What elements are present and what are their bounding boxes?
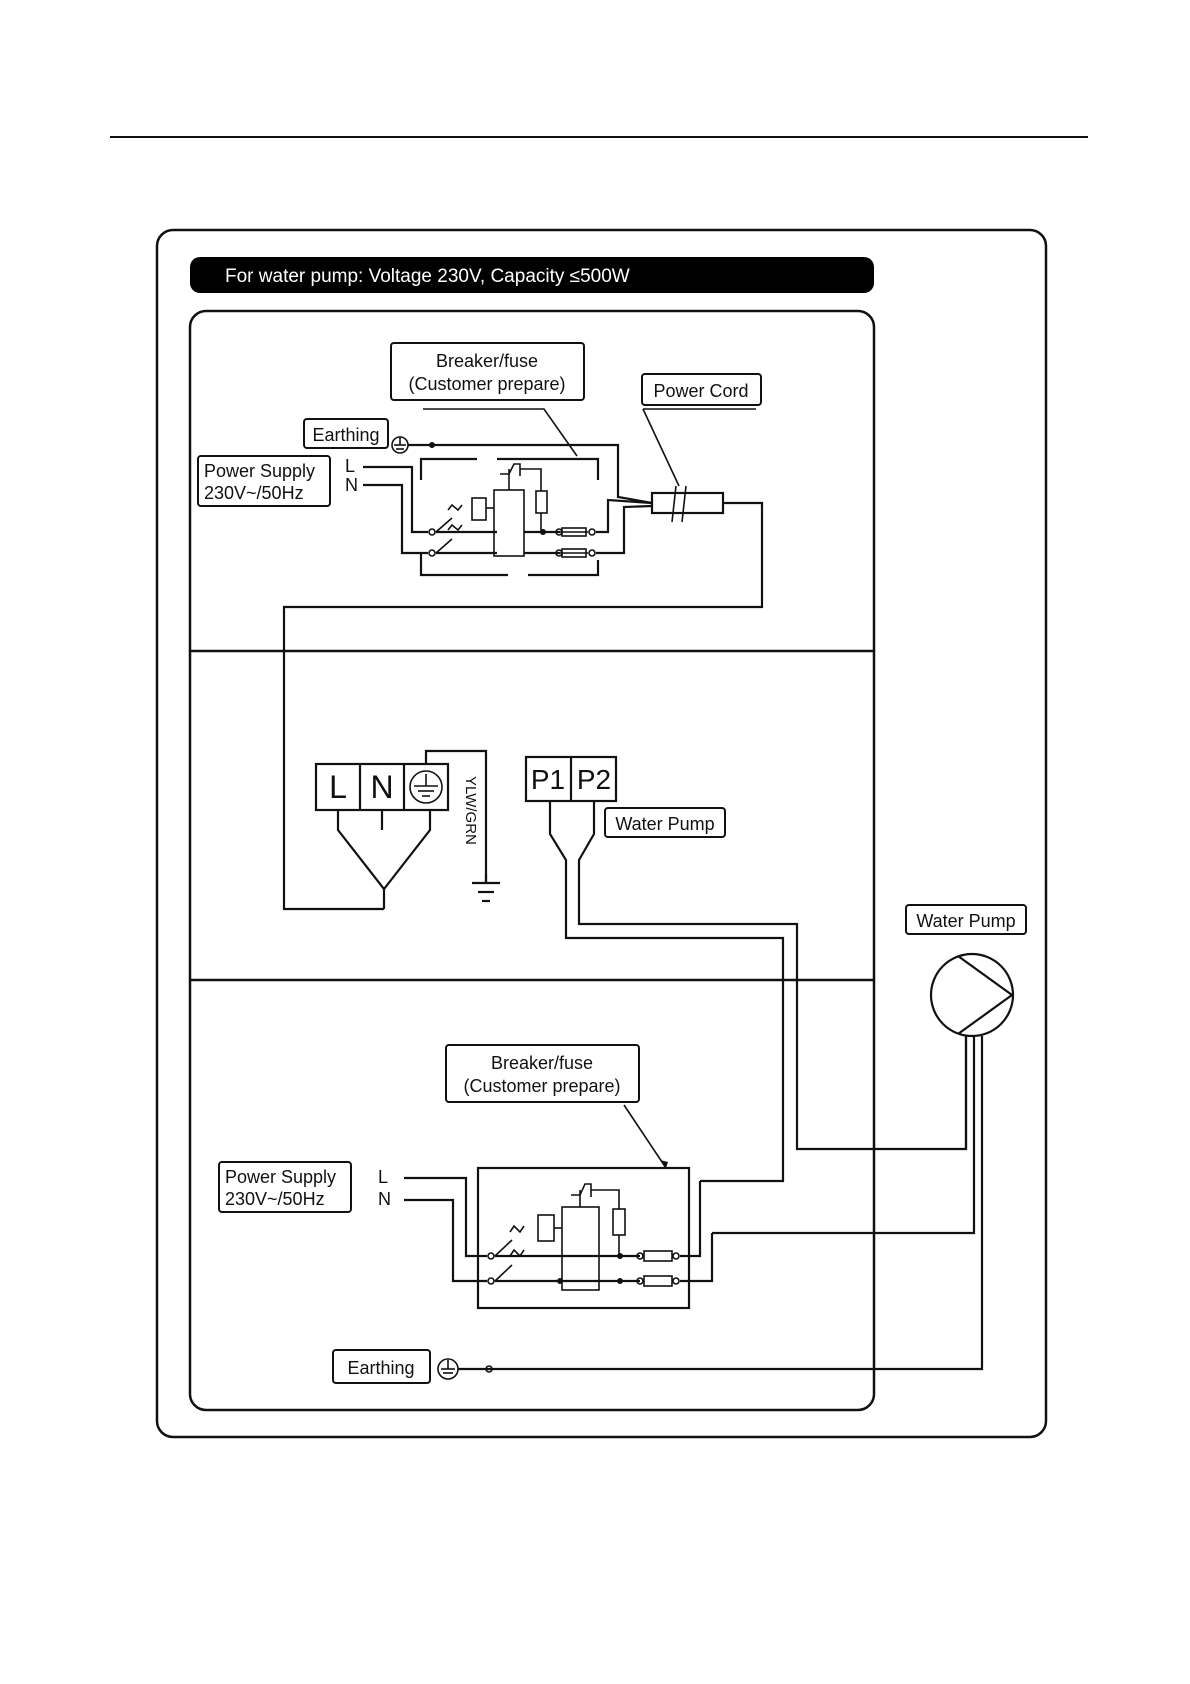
svg-text:L: L: [329, 769, 347, 805]
svg-text:Breaker/fuse: Breaker/fuse: [436, 351, 538, 371]
water-pump-symbol: [931, 954, 1013, 1036]
bottom-l-label: L: [378, 1167, 388, 1187]
bottom-n-label: N: [378, 1189, 391, 1209]
svg-text:(Customer prepare): (Customer prepare): [463, 1076, 620, 1096]
svg-text:230V~/50Hz: 230V~/50Hz: [204, 483, 304, 503]
svg-text:P2: P2: [577, 764, 611, 795]
top-earthing-label: Earthing: [304, 419, 388, 448]
svg-text:Power Supply: Power Supply: [225, 1167, 336, 1187]
top-breaker-schematic: [363, 409, 652, 575]
svg-text:P1: P1: [531, 764, 565, 795]
svg-text:Power Cord: Power Cord: [653, 381, 748, 401]
svg-text:Power Supply: Power Supply: [204, 461, 315, 481]
svg-text:Water Pump: Water Pump: [615, 814, 714, 834]
top-breaker-label: Breaker/fuse (Customer prepare): [391, 343, 584, 400]
svg-text:230V~/50Hz: 230V~/50Hz: [225, 1189, 325, 1209]
top-l-label: L: [345, 456, 355, 476]
bottom-breaker-schematic: [404, 1105, 712, 1308]
pump-cable: [550, 801, 966, 1181]
ground-symbol: [472, 874, 500, 901]
svg-text:Earthing: Earthing: [312, 425, 379, 445]
bottom-power-supply-label: Power Supply 230V~/50Hz: [219, 1162, 351, 1212]
bottom-earth-symbol: [438, 1359, 492, 1379]
middle-water-pump-label: Water Pump: [605, 808, 725, 837]
svg-text:Earthing: Earthing: [347, 1358, 414, 1378]
terminal-block-lne: L N: [316, 764, 448, 810]
power-cord-label: Power Cord: [642, 374, 761, 405]
bottom-earthing-label: Earthing: [333, 1350, 430, 1383]
ylw-grn-label: YLW/GRN: [462, 776, 479, 845]
top-power-supply-label: Power Supply 230V~/50Hz: [198, 456, 330, 506]
svg-text:Breaker/fuse: Breaker/fuse: [491, 1053, 593, 1073]
bottom-breaker-label: Breaker/fuse (Customer prepare): [446, 1045, 639, 1102]
water-pump-label: Water Pump: [906, 905, 1026, 934]
top-n-label: N: [345, 475, 358, 495]
banner-text: For water pump: Voltage 230V, Capacity ≤…: [225, 266, 630, 287]
terminal-block-p1-p2: P1 P2: [526, 757, 616, 801]
svg-text:Water Pump: Water Pump: [916, 911, 1015, 931]
svg-text:(Customer prepare): (Customer prepare): [408, 374, 565, 394]
svg-text:N: N: [370, 769, 393, 805]
